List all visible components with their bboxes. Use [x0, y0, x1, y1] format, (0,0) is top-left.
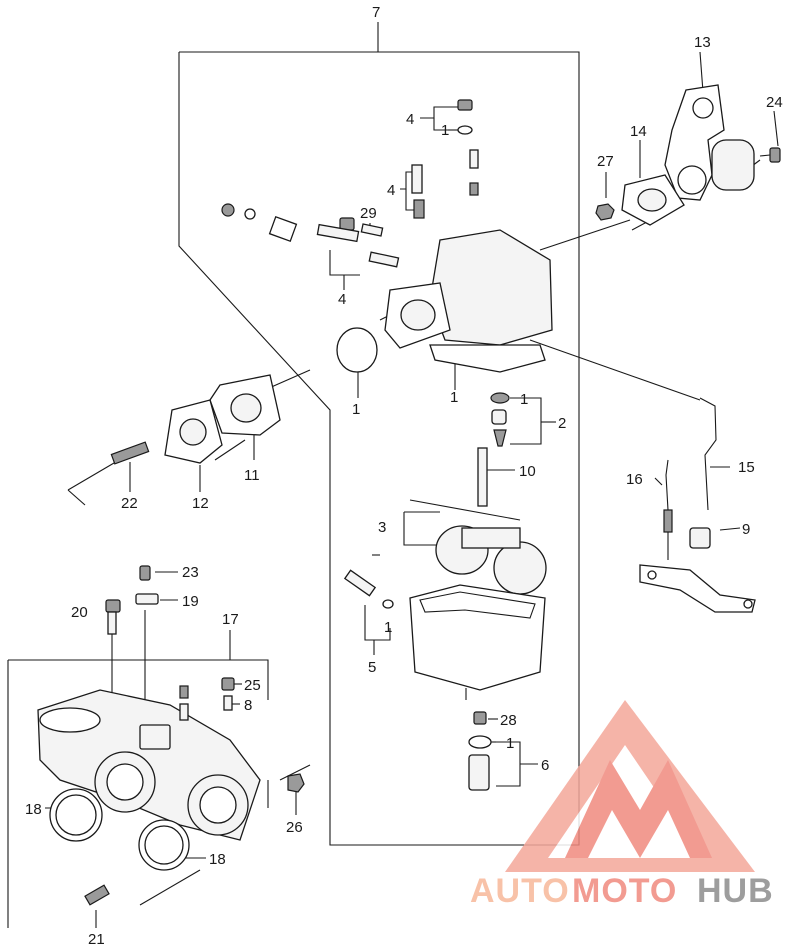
intake-manifold-frame [7, 659, 269, 928]
float-valve-seat-parts [477, 392, 510, 507]
label-22: 22 [121, 495, 138, 512]
label-4-mid: 4 [387, 182, 395, 199]
label-16: 16 [626, 471, 643, 488]
label-12: 12 [192, 495, 209, 512]
label-1-oring: 1 [352, 401, 360, 418]
float-bowl [409, 584, 546, 691]
label-15: 15 [738, 459, 755, 476]
label-20: 20 [71, 604, 88, 621]
screw-24 [759, 147, 781, 163]
label-18-right: 18 [209, 851, 226, 868]
o-ring-1-main [336, 327, 378, 373]
float-3 [409, 499, 547, 595]
label-1-drain: 1 [506, 735, 514, 752]
intake-manifold [37, 689, 261, 841]
watermark-word-3: HUB [697, 872, 774, 910]
insulator-11 [209, 374, 281, 436]
label-1-screw: 1 [384, 619, 392, 636]
label-18-left: 18 [25, 801, 42, 818]
label-2: 2 [558, 415, 566, 432]
label-25: 25 [244, 677, 261, 694]
label-6: 6 [541, 757, 549, 774]
watermark-m-shape [565, 760, 712, 858]
label-7: 7 [372, 4, 380, 21]
label-28: 28 [500, 712, 517, 729]
label-26: 26 [286, 819, 303, 836]
watermark-word-1: AUTO [470, 872, 570, 910]
nut-27 [595, 203, 615, 221]
label-17: 17 [222, 611, 239, 628]
label-19: 19 [182, 593, 199, 610]
small-fasteners-manifold [84, 565, 305, 906]
watermark-word-2: MOTO [572, 872, 677, 910]
gasket-14 [621, 174, 685, 226]
label-23: 23 [182, 564, 199, 581]
label-24: 24 [766, 94, 783, 111]
drain-plug-28-6 [468, 711, 492, 791]
label-1-washer: 1 [520, 391, 528, 408]
label-5: 5 [368, 659, 376, 676]
label-27: 27 [597, 153, 614, 170]
label-1-top: 1 [441, 122, 449, 139]
automotohub-watermark: AUTO MOTO HUB [470, 700, 774, 910]
label-9: 9 [742, 521, 750, 538]
part-labels: 7 13 24 14 27 4 1 4 29 4 1 1 1 2 10 15 1… [25, 4, 783, 948]
o-ring-18-right [138, 819, 190, 871]
screw-5 [343, 569, 394, 609]
insulator-plate-13 [664, 84, 755, 201]
label-1-gasket: 1 [450, 389, 458, 406]
o-ring-18-left [49, 788, 103, 842]
label-8: 8 [244, 697, 252, 714]
carburetor-assembly-frame [178, 22, 580, 846]
throttle-linkage [639, 397, 756, 613]
stud-22 [67, 441, 150, 491]
label-29: 29 [360, 205, 377, 222]
label-3: 3 [378, 519, 386, 536]
label-21: 21 [88, 931, 105, 948]
gasket-12 [164, 399, 223, 464]
label-14: 14 [630, 123, 647, 140]
label-10: 10 [519, 463, 536, 480]
label-4-top: 4 [406, 111, 414, 128]
label-13: 13 [694, 34, 711, 51]
label-11: 11 [244, 467, 260, 484]
label-4-low: 4 [338, 291, 346, 308]
carburetor-upper-body [221, 99, 553, 373]
leader-lines [45, 51, 779, 928]
